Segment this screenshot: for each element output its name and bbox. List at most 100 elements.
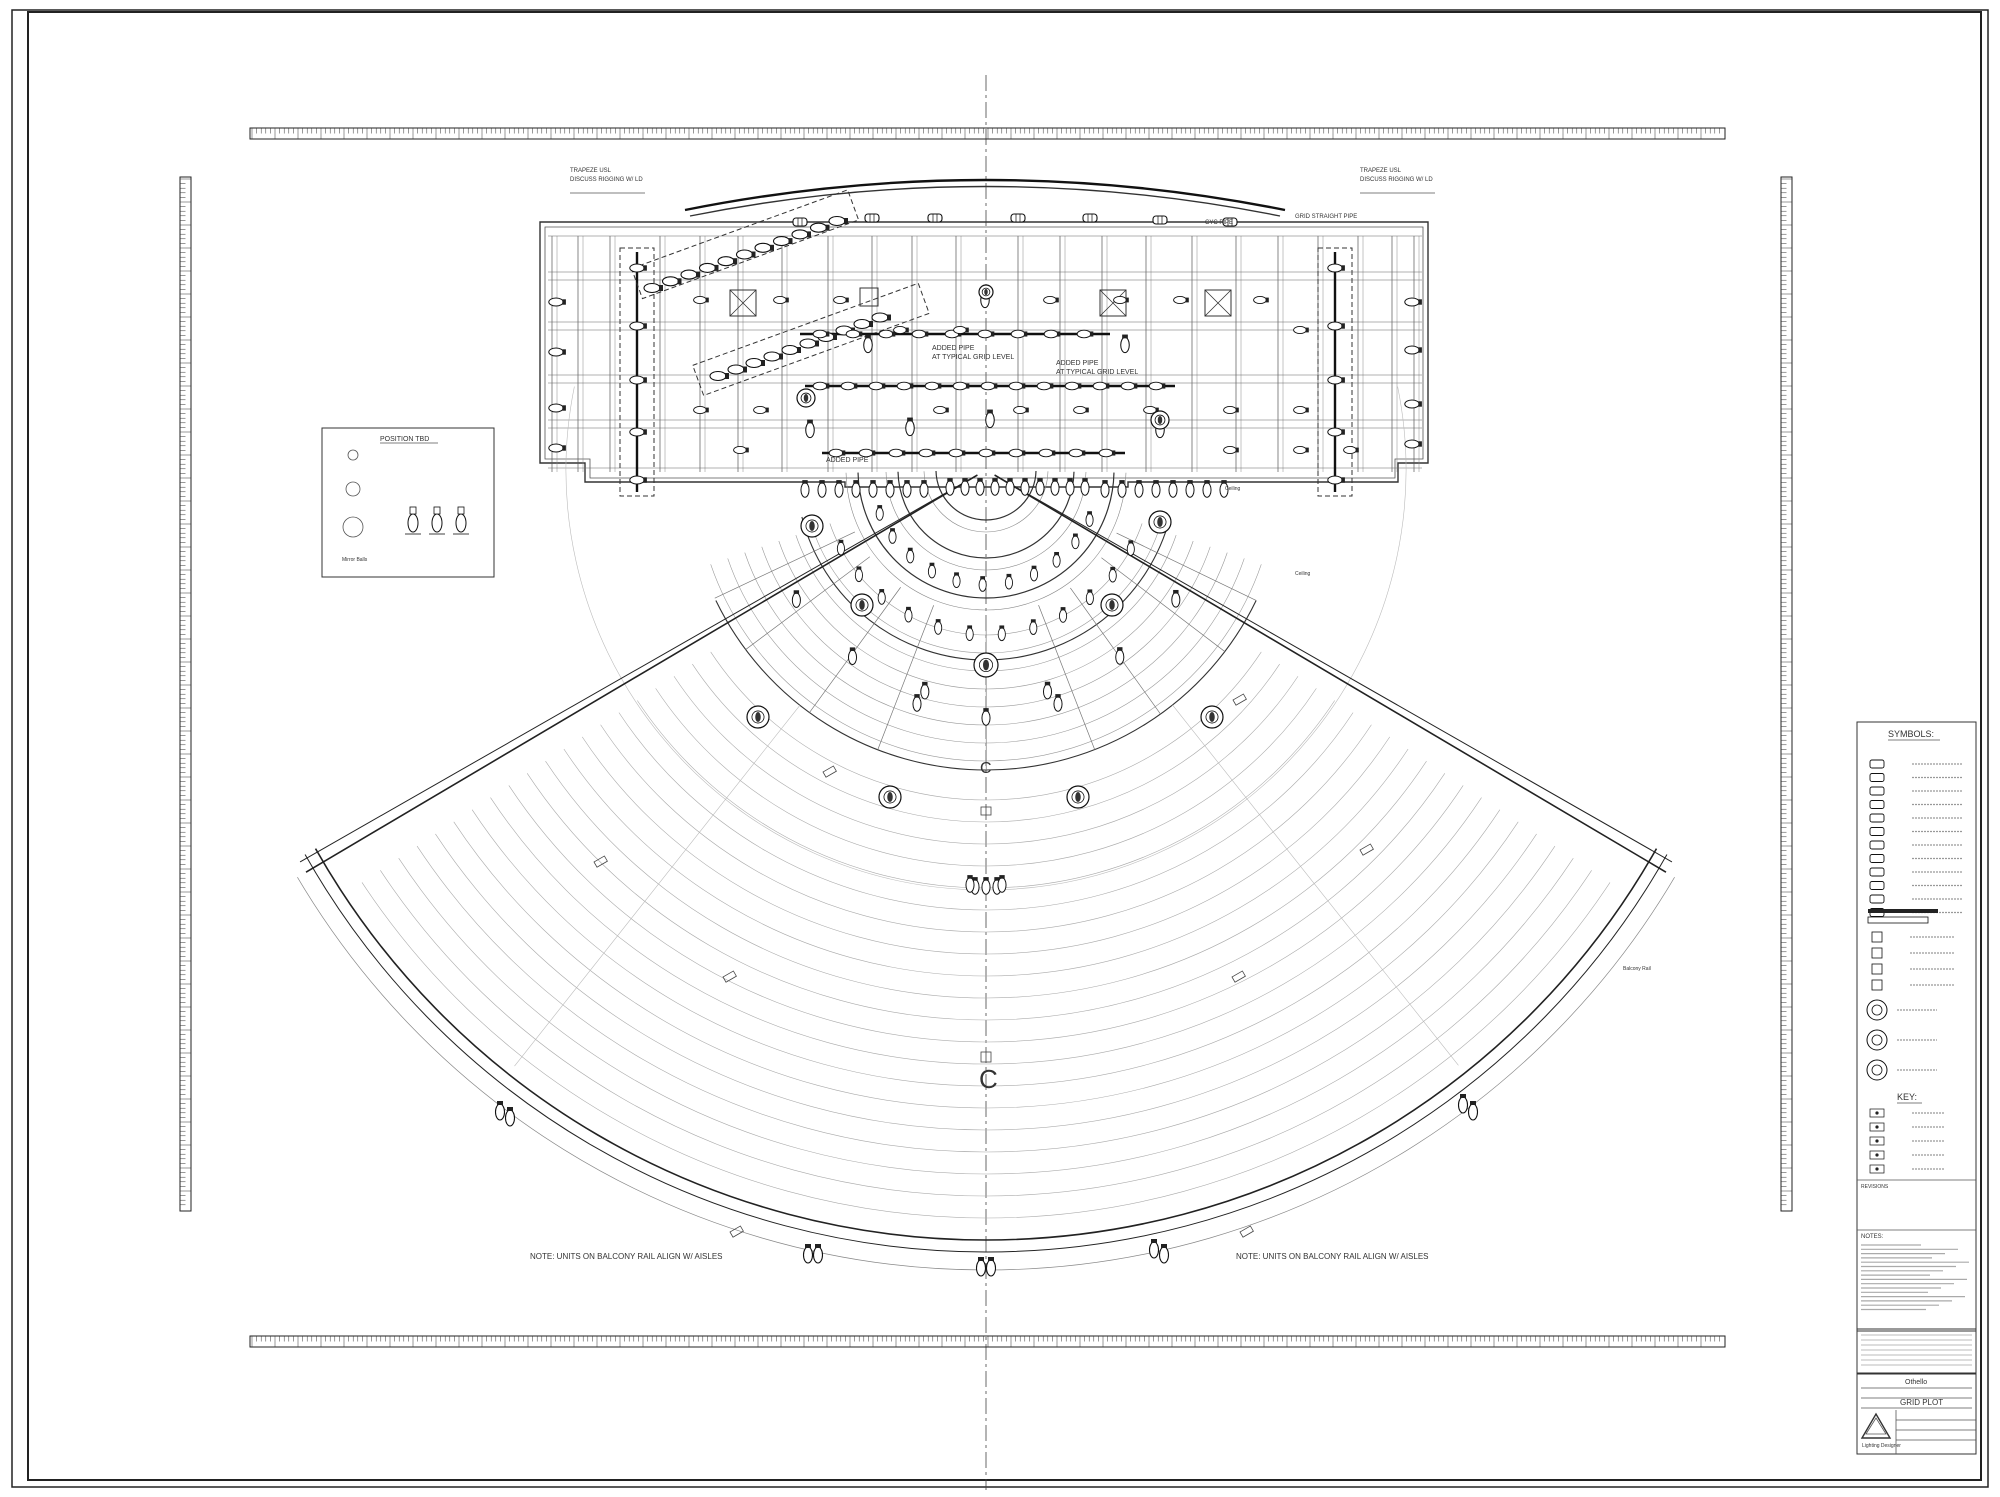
lighting-unit	[918, 448, 936, 458]
lighting-unit	[817, 480, 827, 498]
lighting-unit	[548, 347, 566, 357]
balcony-note-left: NOTE: UNITS ON BALCONY RAIL ALIGN W/ AIS…	[530, 1252, 723, 1261]
lighting-unit	[948, 448, 966, 458]
lighting-unit	[833, 295, 849, 305]
lighting-unit	[885, 480, 895, 498]
lighting-unit	[1293, 405, 1309, 415]
lighting-unit	[888, 528, 897, 544]
lighting-unit	[902, 480, 912, 498]
outer-border	[11, 9, 1989, 1488]
stage-left-fly-rail	[619, 247, 655, 497]
added-pipe-label-2: ADDED PIPE	[1056, 360, 1099, 367]
lighting-unit	[911, 329, 929, 339]
lighting-unit	[1004, 573, 1013, 590]
lighting-unit	[1042, 681, 1053, 700]
moving-light	[1200, 705, 1224, 729]
lighting-unit	[960, 478, 970, 496]
lighting-unit	[1253, 295, 1269, 305]
centerline-mark-2: C	[980, 760, 992, 777]
lighting-unit	[975, 478, 985, 496]
lighting-unit	[791, 229, 811, 240]
lighting-unit	[643, 282, 663, 294]
lighting-unit	[953, 325, 969, 335]
lighting-unit	[548, 403, 566, 413]
lighting-unit	[919, 480, 929, 498]
symbols-legend-panel: SYMBOLS: KEY: REVISIONS NOTES:	[1856, 721, 1977, 1332]
trapeze-box-lower	[692, 282, 930, 397]
lighting-unit	[945, 478, 955, 496]
lighting-unit	[840, 381, 858, 391]
lighting-unit	[1148, 1239, 1160, 1259]
lighting-unit	[1071, 533, 1080, 550]
lighting-unit	[1171, 589, 1181, 608]
moving-light	[978, 284, 994, 300]
lighting-unit	[802, 1244, 814, 1264]
lighting-unit	[1098, 448, 1116, 458]
lighting-unit	[1043, 295, 1059, 305]
lighting-unit	[853, 318, 873, 330]
lighting-unit	[834, 480, 844, 498]
lighting-unit	[990, 478, 1000, 496]
moving-light	[1150, 410, 1170, 430]
lighting-unit	[763, 351, 783, 362]
lighting-unit	[981, 708, 991, 726]
lighting-unit	[629, 321, 647, 331]
lighting-unit	[888, 448, 906, 458]
lighting-unit	[1065, 478, 1075, 496]
wash-unit	[927, 213, 943, 223]
lighting-unit	[878, 329, 896, 339]
lighting-unit	[1085, 589, 1094, 606]
trapeze-right-label: TRAPEZE USL	[1360, 168, 1402, 174]
wash-unit	[1082, 213, 1098, 223]
lighting-unit	[812, 329, 830, 339]
lighting-unit	[717, 256, 737, 267]
lighting-unit	[1223, 445, 1239, 455]
lighting-unit	[1120, 334, 1130, 354]
lighting-unit	[1117, 480, 1127, 498]
sheet-title: GRID PLOT	[1900, 1398, 1943, 1407]
moving-light	[1148, 510, 1172, 534]
lighting-unit	[1343, 445, 1359, 455]
lighting-unit	[680, 269, 700, 280]
lighting-unit	[781, 344, 801, 356]
moving-light	[1100, 593, 1124, 617]
lighting-unit	[952, 381, 970, 391]
lighting-unit	[805, 419, 815, 439]
lighting-unit	[1036, 381, 1054, 391]
lighting-unit	[1327, 427, 1345, 437]
lighting-unit	[1043, 329, 1061, 339]
lighting-unit	[871, 312, 891, 323]
lighting-unit	[1202, 480, 1212, 498]
lighting-unit	[893, 325, 909, 335]
lighting-unit	[952, 572, 961, 588]
lighting-unit	[709, 370, 729, 382]
auditorium-plan	[297, 386, 1675, 1271]
lighting-unit	[629, 427, 647, 437]
left-scale-ruler	[179, 176, 192, 1212]
lighting-unit	[828, 215, 848, 227]
lighting-unit	[863, 334, 873, 354]
lighting-unit	[1293, 325, 1309, 335]
lighting-unit	[906, 547, 915, 564]
lighting-unit	[1029, 619, 1038, 635]
lighting-unit	[1404, 297, 1422, 307]
lighting-unit	[1076, 329, 1094, 339]
lighting-unit	[1404, 345, 1422, 355]
lighting-unit	[1120, 381, 1138, 391]
lighting-unit	[1148, 381, 1166, 391]
lighting-unit	[1092, 381, 1110, 391]
lighting-unit	[727, 364, 747, 375]
lighting-unit	[854, 566, 863, 583]
lighting-unit	[877, 589, 886, 605]
lighting-unit	[1059, 607, 1068, 623]
trap-openings	[729, 287, 1232, 317]
lighting-unit	[812, 381, 830, 391]
lighting-unit	[1008, 448, 1026, 458]
lighting-unit	[733, 445, 749, 455]
revisions-title: REVISIONS	[1861, 1184, 1889, 1190]
lighting-unit	[1467, 1101, 1479, 1121]
lighting-unit	[1327, 263, 1345, 273]
lighting-unit	[965, 625, 974, 642]
lighting-unit	[1115, 647, 1125, 665]
lighting-unit	[924, 381, 942, 391]
